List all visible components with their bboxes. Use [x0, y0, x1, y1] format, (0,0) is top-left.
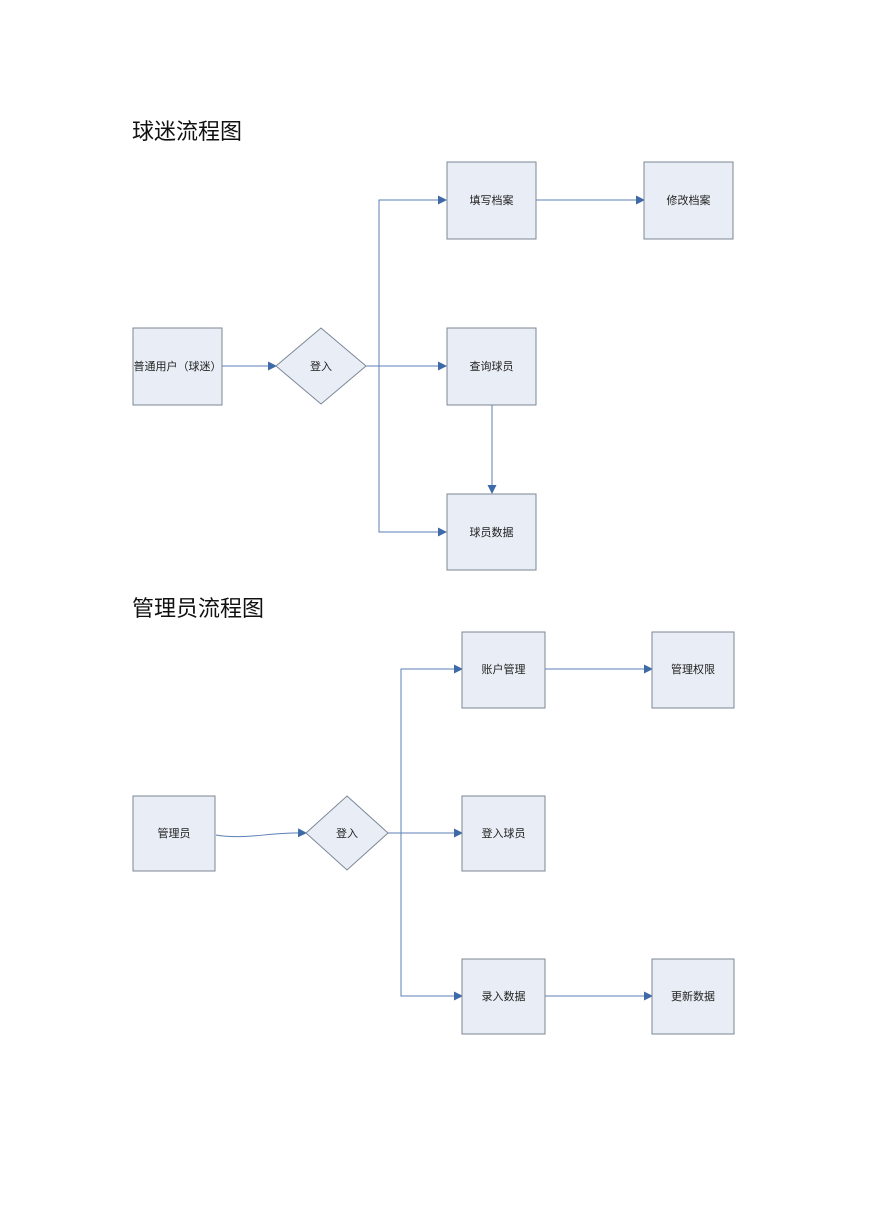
node-admin: 管理员 [132, 795, 216, 872]
svg-text:登入: 登入 [310, 359, 332, 373]
svg-text:登入: 登入 [336, 826, 358, 840]
edge-admin-to-login [215, 828, 307, 838]
svg-text:账户管理: 账户管理 [482, 662, 526, 676]
svg-text:查询球员: 查询球员 [470, 359, 514, 373]
edge-admin-login-to-account-mgmt [400, 664, 463, 833]
node-mgmt-permission: 管理权限 [651, 631, 735, 709]
svg-text:普通用户（球迷）: 普通用户（球迷） [134, 359, 222, 373]
svg-text:球员数据: 球员数据 [470, 525, 514, 539]
node-fill-profile: 填写档案 [446, 161, 537, 240]
node-fan-login-decision: 登入 [275, 327, 367, 405]
svg-text:更新数据: 更新数据 [671, 989, 715, 1003]
svg-text:填写档案: 填写档案 [470, 193, 514, 207]
svg-text:管理员: 管理员 [158, 826, 191, 840]
edge-login-to-player-data [378, 366, 447, 537]
node-query-player: 查询球员 [446, 327, 537, 406]
node-fan-user: 普通用户（球迷） [132, 327, 223, 406]
svg-text:登入球员: 登入球员 [482, 826, 526, 840]
node-player-data: 球员数据 [446, 493, 537, 571]
node-admin-login-decision: 登入 [305, 795, 389, 871]
edge-admin-login-to-input-data [400, 833, 463, 1001]
svg-text:修改档案: 修改档案 [667, 193, 711, 207]
admin-flowchart-title: 管理员流程图 [132, 597, 265, 622]
node-account-mgmt: 账户管理 [461, 631, 546, 709]
svg-text:管理权限: 管理权限 [671, 662, 715, 676]
node-register-player: 登入球员 [461, 795, 546, 872]
fan-flowchart-title: 球迷流程图 [132, 120, 243, 145]
node-input-data: 录入数据 [461, 958, 546, 1035]
svg-text:录入数据: 录入数据 [482, 989, 526, 1003]
node-edit-profile: 修改档案 [643, 161, 734, 240]
edge-login-to-fill-profile [378, 195, 447, 366]
node-update-data: 更新数据 [651, 958, 735, 1035]
